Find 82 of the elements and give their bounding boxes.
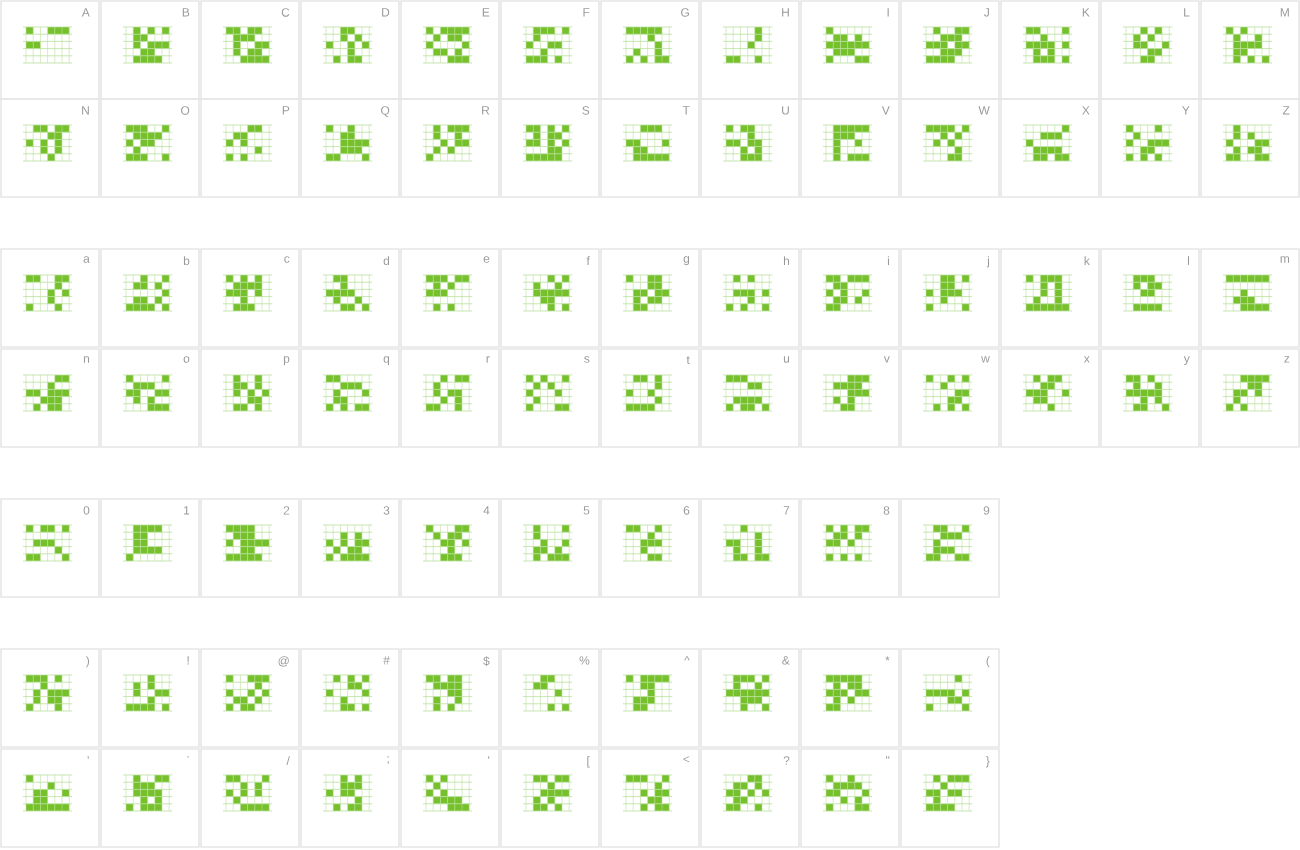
glyph-cell: l xyxy=(1100,248,1200,348)
glyph-cell: x xyxy=(1000,348,1100,448)
glyph-cell: b xyxy=(100,248,200,348)
glyph-cell: < xyxy=(600,748,700,848)
glyph-cell: q xyxy=(300,348,400,448)
glyph-cell: v xyxy=(800,348,900,448)
glyph-cell: 0 xyxy=(0,498,100,598)
glyph-cell: u xyxy=(700,348,800,448)
glyph-cell: 6 xyxy=(600,498,700,598)
glyph-cell: J xyxy=(900,0,1000,100)
glyph-cell: 3 xyxy=(300,498,400,598)
glyph-cell: m xyxy=(1200,248,1300,348)
glyph-cell: . xyxy=(100,748,200,848)
glyph-cell: * xyxy=(800,648,900,748)
glyph-cell: c xyxy=(200,248,300,348)
glyph-cell: V xyxy=(800,98,900,198)
glyph-cell: D xyxy=(300,0,400,100)
glyph-cell: 7 xyxy=(700,498,800,598)
glyph-cell: h xyxy=(700,248,800,348)
glyph-cell: p xyxy=(200,348,300,448)
glyph-cell: f xyxy=(500,248,600,348)
glyph-cell: y xyxy=(1100,348,1200,448)
glyph-cell: t xyxy=(600,348,700,448)
glyph-cell: ( xyxy=(900,648,1000,748)
glyph-cell: r xyxy=(400,348,500,448)
glyph-cell: B xyxy=(100,0,200,100)
glyph-cell: a xyxy=(0,248,100,348)
glyph-cell: M xyxy=(1200,0,1300,100)
glyph-cell: [ xyxy=(500,748,600,848)
glyph-cell: ' xyxy=(400,748,500,848)
glyph-cell: " xyxy=(800,748,900,848)
glyph-cell: S xyxy=(500,98,600,198)
glyph-cell: E xyxy=(400,0,500,100)
glyph-cell: A xyxy=(0,0,100,100)
glyph-cell: 9 xyxy=(900,498,1000,598)
glyph-cell: z xyxy=(1200,348,1300,448)
glyph-cell: X xyxy=(1000,98,1100,198)
glyph-cell: N xyxy=(0,98,100,198)
glyph-cell: Z xyxy=(1200,98,1300,198)
glyph-cell: ^ xyxy=(600,648,700,748)
glyph-cell: s xyxy=(500,348,600,448)
glyph-cell: G xyxy=(600,0,700,100)
glyph-cell: j xyxy=(900,248,1000,348)
glyph-cell: ? xyxy=(700,748,800,848)
glyph-cell: H xyxy=(700,0,800,100)
glyph-cell: @ xyxy=(200,648,300,748)
glyph-cell: W xyxy=(900,98,1000,198)
glyph-cell: / xyxy=(200,748,300,848)
glyph-cell: i xyxy=(800,248,900,348)
glyph-cell: 1 xyxy=(100,498,200,598)
glyph-cell: 8 xyxy=(800,498,900,598)
glyph-cell: Q xyxy=(300,98,400,198)
glyph-cell: T xyxy=(600,98,700,198)
glyph-cell: O xyxy=(100,98,200,198)
glyph-cell: C xyxy=(200,0,300,100)
glyph-cell: } xyxy=(900,748,1000,848)
glyph-cell: K xyxy=(1000,0,1100,100)
glyph-cell: 4 xyxy=(400,498,500,598)
glyph-cell: % xyxy=(500,648,600,748)
glyph-cell: I xyxy=(800,0,900,100)
glyph-cell: ; xyxy=(300,748,400,848)
glyph-cell: L xyxy=(1100,0,1200,100)
glyph-cell: U xyxy=(700,98,800,198)
glyph-cell: 2 xyxy=(200,498,300,598)
glyph-cell: Y xyxy=(1100,98,1200,198)
glyph-cell: , xyxy=(0,748,100,848)
glyph-cell: $ xyxy=(400,648,500,748)
glyph-cell: g xyxy=(600,248,700,348)
glyph-cell: P xyxy=(200,98,300,198)
glyph-cell: k xyxy=(1000,248,1100,348)
glyph-cell: & xyxy=(700,648,800,748)
glyph-cell: 5 xyxy=(500,498,600,598)
glyph-cell: d xyxy=(300,248,400,348)
glyph-cell: R xyxy=(400,98,500,198)
glyph-cell: ) xyxy=(0,648,100,748)
glyph-cell: o xyxy=(100,348,200,448)
glyph-cell: w xyxy=(900,348,1000,448)
glyph-cell: F xyxy=(500,0,600,100)
glyph-cell: ! xyxy=(100,648,200,748)
glyph-cell: n xyxy=(0,348,100,448)
glyph-cell: e xyxy=(400,248,500,348)
glyph-cell: # xyxy=(300,648,400,748)
